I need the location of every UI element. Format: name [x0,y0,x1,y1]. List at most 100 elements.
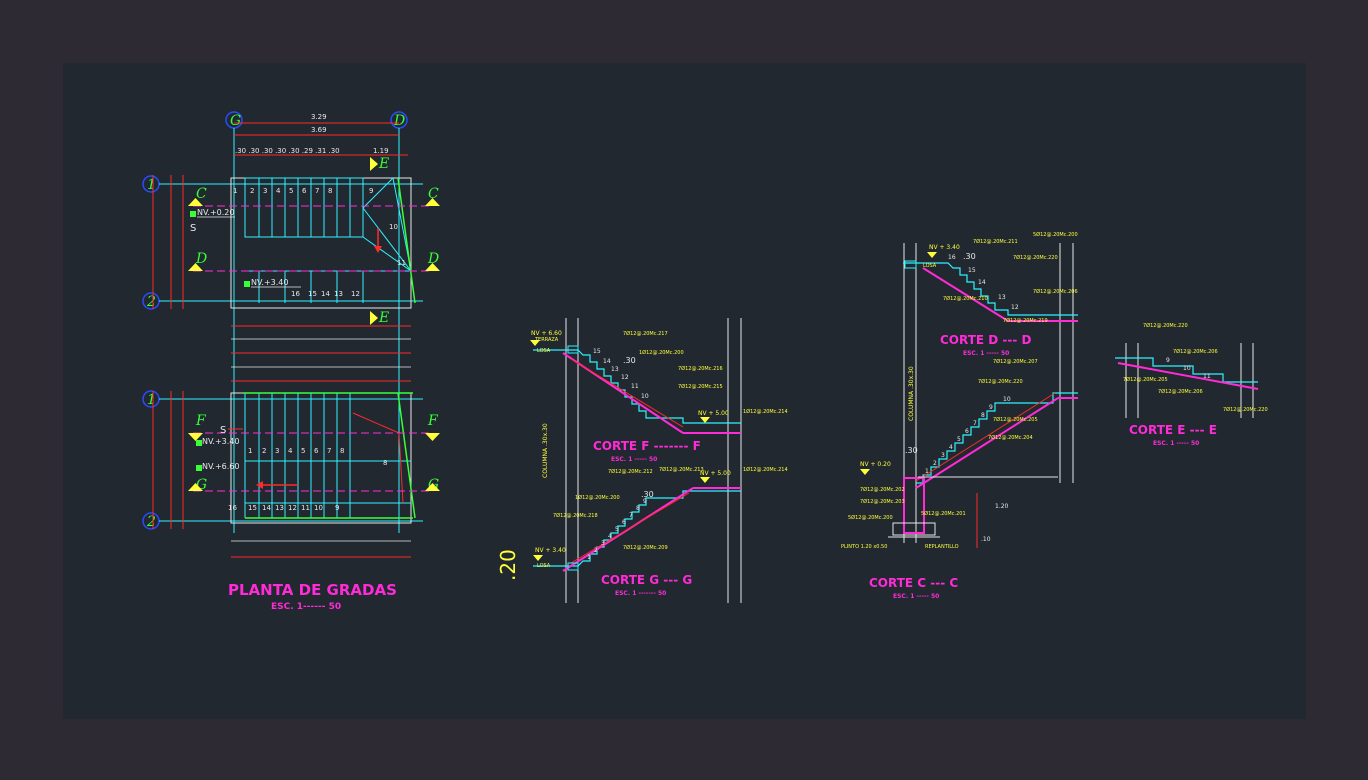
svg-text:10: 10 [1183,365,1191,372]
svg-text:9: 9 [1166,357,1170,364]
cut-arrow [188,198,203,206]
cut-arrow [425,433,440,441]
axis-label-2-lower: 2 [146,514,156,530]
svg-text:7: 7 [315,187,319,195]
cut-arrow [370,157,378,171]
level-gg-bottom: NV + 3.40 [535,547,566,554]
svg-text:16: 16 [291,290,300,298]
dim-dd: .30 [963,252,976,261]
pedestal [903,477,925,534]
losa-ff: LOSA [537,348,551,354]
losa-dd: LOSA [923,263,937,269]
direction-arrowhead [374,246,382,253]
terraza: TERRAZA [534,337,559,343]
svg-text:9: 9 [989,404,993,411]
level-4: NV.+6.60 [202,462,239,471]
svg-text:7Ø12@.20Mc.217: 7Ø12@.20Mc.217 [623,330,668,337]
dim-cc: .30 [905,446,918,455]
footing [892,522,936,536]
svg-text:7Ø12@.20Mc.211: 7Ø12@.20Mc.211 [973,238,1018,245]
svg-text:2: 2 [250,187,254,195]
svg-text:10: 10 [1003,396,1011,403]
dim-top-1: 3.29 [311,113,327,121]
svg-text:2: 2 [933,460,937,467]
level-ff-top: NV + 6.60 [531,330,562,337]
svg-text:3: 3 [263,187,267,195]
svg-text:7Ø12@.20Mc.212: 7Ø12@.20Mc.212 [608,468,653,475]
svg-text:5: 5 [289,187,293,195]
beam-gg [567,562,579,571]
svg-text:7Ø12@.20Mc.220: 7Ø12@.20Mc.220 [1223,406,1268,413]
rebar-labels-gg: 7Ø12@.20Mc.212 7Ø12@.20Mc.213 1Ø12@.20Mc… [553,466,788,551]
svg-text:7Ø12@.20Mc.206: 7Ø12@.20Mc.206 [1033,288,1078,295]
cut-arrow [188,483,203,491]
svg-text:1: 1 [233,187,237,195]
level-triangle [530,340,540,346]
cut-label-g-left: G [196,477,207,493]
direction-arrowhead [256,481,263,489]
corte-ff-title: CORTE F ------- F [593,439,701,453]
svg-text:4: 4 [949,444,953,451]
svg-text:7Ø12@.20Mc.203: 7Ø12@.20Mc.203 [860,498,905,505]
step-number: 8 [383,459,387,467]
section-dd-cc: COLUMNA .30x.30 NV + 3.40 LOSA .30 16 15… [841,231,1078,600]
flight-cc-steps [916,392,1078,484]
axis-label-1: 1 [147,177,156,193]
svg-text:12: 12 [288,504,297,512]
svg-text:5Ø12@.20Mc.200: 5Ø12@.20Mc.200 [848,514,893,521]
step-numbers-dd: 16 15 14 13 12 [948,254,1019,311]
cut-label-e-top: E [378,156,389,172]
svg-text:3: 3 [601,540,605,547]
svg-text:8: 8 [981,412,985,419]
svg-text:14: 14 [603,358,611,365]
svg-text:13: 13 [611,366,619,373]
s-label-lower: S [220,425,226,436]
svg-text:7Ø12@.20Mc.220: 7Ø12@.20Mc.220 [1143,322,1188,329]
svg-text:3: 3 [941,452,945,459]
svg-text:8: 8 [328,187,332,195]
corte-ee-scale: ESC. 1 ----- 50 [1153,440,1199,447]
svg-text:9: 9 [643,498,647,505]
step-numbers-cc: 1 2 3 4 5 6 7 8 9 10 [925,396,1011,475]
rebar-cc [915,392,1056,482]
svg-text:12: 12 [1011,304,1019,311]
svg-text:4: 4 [608,533,612,540]
svg-text:14: 14 [262,504,271,512]
svg-text:5Ø12@.20Mc.201: 5Ø12@.20Mc.201 [921,510,966,517]
drawing-sheet[interactable]: G D 3.29 3.69 .30 .30 .30 .30 .30 .29 .3… [63,63,1306,719]
plan-scale: ESC. 1------ 50 [271,602,341,612]
cad-drawing: G D 3.29 3.69 .30 .30 .30 .30 .30 .29 .3… [142,111,1268,612]
dim-top-2: 3.69 [311,126,327,134]
grid-label-g: G [230,113,241,129]
svg-text:3: 3 [275,447,279,455]
cut-label-c-left: C [196,186,207,202]
corte-ff-scale: ESC. 1 ----- 50 [611,456,657,463]
cut-arrow [188,263,203,271]
cut-arrow [370,311,378,325]
level-triangle [533,555,543,561]
dim-treads: .30 .30 .30 .30 .30 .29 .31 .30 [235,147,340,155]
plan-view: G D 3.29 3.69 .30 .30 .30 .30 .30 .29 .3… [142,111,440,612]
corte-gg-title: CORTE G --- G [601,573,692,587]
flight-gg-steps [533,490,741,567]
flight-ff-steps [533,349,741,424]
svg-text:7: 7 [327,447,331,455]
svg-text:12: 12 [351,290,360,298]
svg-text:10: 10 [641,393,649,400]
level-triangle [700,477,710,483]
cut-label-d-right: D [427,251,439,267]
corte-gg-scale: ESC. 1 ------- 50 [615,590,666,597]
corte-cc-scale: ESC. 1 ----- 50 [893,593,939,600]
axis-label-1-lower: 1 [147,392,156,408]
rebar-labels-dd: 7Ø12@.20Mc.211 5Ø12@.20Mc.200 7Ø12@.20Mc… [943,231,1078,324]
big-dim-gg: .20 [496,549,520,581]
svg-text:7Ø12@.20Mc.206: 7Ø12@.20Mc.206 [1158,388,1203,395]
svg-text:9: 9 [335,504,339,512]
svg-text:7Ø12@.20Mc.213: 7Ø12@.20Mc.213 [659,466,704,473]
step-numbers-gg: 1 2 3 4 5 6 7 8 9 [587,498,647,561]
cut-label-e-bottom: E [378,310,389,326]
slab-cc [915,397,1059,489]
svg-text:4: 4 [288,447,293,455]
stair-outline-upper [230,177,412,309]
plan-title: PLANTA DE GRADAS [228,581,397,599]
